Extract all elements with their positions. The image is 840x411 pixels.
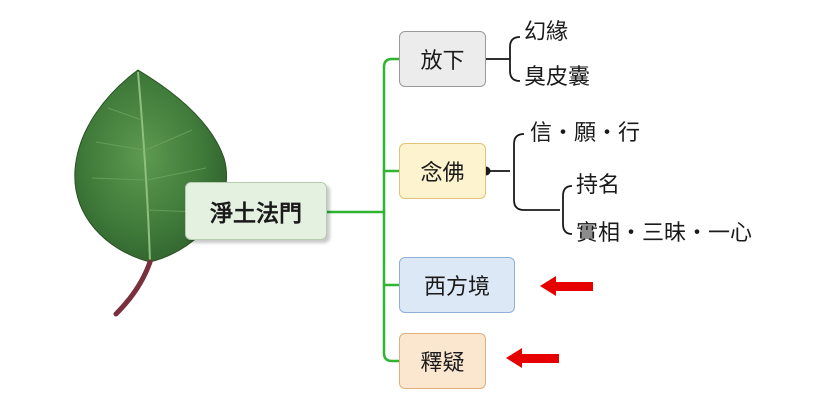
topic-xifangjing[interactable]: 西方境 — [399, 257, 515, 313]
subtopic-shixiang-sanmei-yixin[interactable]: 實相・三昧・一心 — [576, 221, 753, 246]
topic-shiyi[interactable]: 釋疑 — [399, 333, 486, 389]
subtopic-chiming[interactable]: 持名 — [576, 173, 621, 198]
subtopic-huanyuan[interactable]: 幻緣 — [524, 20, 569, 45]
subtopic-choupinang[interactable]: 臭皮囊 — [524, 65, 591, 90]
topic-fangxia[interactable]: 放下 — [399, 31, 486, 87]
subtopic-xin-yuan-xing[interactable]: 信・願・行 — [530, 121, 641, 146]
topic-nianfo[interactable]: 念佛 — [399, 143, 486, 199]
root-topic[interactable]: 淨土法門 — [185, 182, 327, 240]
